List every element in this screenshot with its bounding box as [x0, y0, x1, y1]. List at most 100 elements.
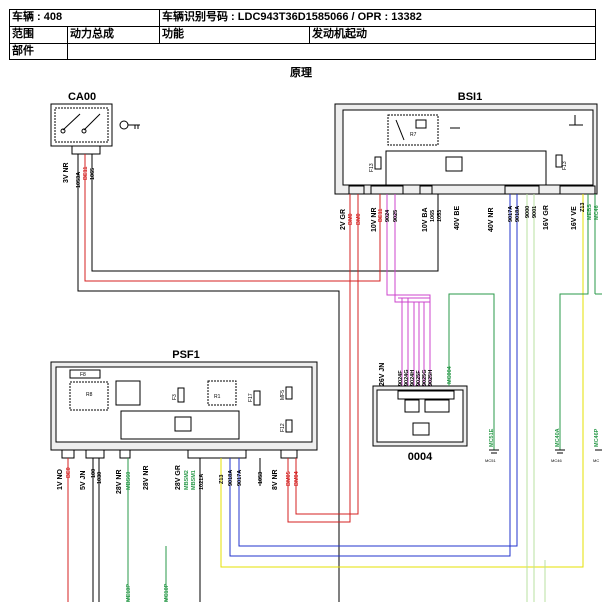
wire-label-9017a-bsi: 9017A [508, 206, 514, 222]
c0004-label: 0004 [408, 451, 433, 463]
header-row-scope: 范围 动力总成 功能 发动机起动 [10, 27, 595, 44]
wire-1053 [77, 154, 340, 602]
ground-tag-mc51: MC51 [485, 458, 496, 463]
wire-label-mc004: MC004 [447, 365, 453, 384]
psf1-fuse-f17 [253, 390, 261, 406]
bsi1-label: BSI1 [458, 91, 482, 103]
r7-label: R7 [410, 132, 417, 138]
psf1-module [120, 410, 240, 440]
wire-label-9024g: 9024G [404, 369, 410, 386]
wire-bm04 [295, 194, 359, 515]
psf1-fuse-f12 [285, 419, 293, 433]
psf-connector-b: 5V JN [80, 471, 87, 490]
wire-label-9025f: 9025F [416, 370, 422, 386]
bsi-connector-a: 2V GR [340, 209, 347, 230]
psf1-fuse-f8 [69, 369, 101, 379]
f12-label: F12 [280, 423, 286, 432]
ground-tag-mc: MC [593, 458, 599, 463]
header-table: 车辆 : 408 车辆识别号码 : LDC943T36D1585066 / OP… [9, 9, 596, 60]
key-icon [119, 120, 140, 130]
wire-label-mc40a: MC40A [555, 428, 561, 447]
bsi-connector-g: 16V VE [571, 206, 578, 230]
ground-tag-mc46: MC46 [551, 458, 562, 463]
c0004-display-icon [424, 399, 450, 413]
wire-label-mc46p: MC46P [594, 428, 600, 447]
wire-label-me10p: ME10P [126, 584, 132, 602]
bsi1-fuse-b [555, 154, 563, 168]
psf1-label: PSF1 [172, 349, 200, 361]
bsi1-fuse-a [374, 156, 382, 170]
wire-label-1030: 1030 [97, 472, 103, 484]
wire-label-9024f: 9024F [398, 370, 404, 386]
mf5-label: MF5 [280, 390, 286, 400]
wire-9025 [394, 194, 425, 386]
part-label: 部件 [10, 44, 68, 60]
wire-label-1065-ca00: 1065 [90, 168, 96, 180]
wire-label-9018a-bsi: 9018A [515, 206, 521, 222]
wire-label-bm0-b: BM0 [356, 213, 362, 225]
bsi-connector-c: 10V BA [422, 207, 429, 232]
header-row-part: 部件 [10, 44, 595, 60]
f17-label: F17 [248, 393, 254, 402]
c0004-connector-label: 26V JN [379, 363, 386, 386]
wire-label-mc46: MC46 [594, 205, 600, 220]
wire-label-1053-bsi: 1053 [437, 210, 443, 222]
wire-label-9025g: 9025G [422, 369, 428, 386]
bsi1-chip-icon [445, 156, 463, 172]
wire-label-z13-bsi: Z13 [580, 203, 586, 212]
psf1-relay-r8 [69, 381, 109, 411]
header-row-vehicle: 车辆 : 408 车辆识别号码 : LDC943T36D1585066 / OP… [10, 10, 595, 27]
wire-label-9024: 9024 [385, 209, 391, 222]
f13-label-b: F13 [562, 161, 568, 170]
wire-9024 [386, 194, 431, 386]
ca00-switch [54, 107, 109, 143]
psf1-fuse-mf5 [285, 386, 293, 400]
vin-label: 车辆识别号码 : LDC943T36D1585066 / OPR : 13382 [162, 11, 422, 23]
bsi1-relay-r7 [387, 114, 439, 146]
r1-label: R1 [214, 394, 221, 400]
ca00-label: CA00 [68, 91, 96, 103]
wire-label-mbsm2: MBSM2 [184, 470, 190, 490]
r8-label: R8 [86, 392, 93, 398]
wire-label-9000: 9000 [525, 206, 531, 218]
wire-label-9024h: 9024H [410, 370, 416, 386]
wire-label-be11-bsi: BE11 [378, 209, 384, 222]
wire-label-mbs60: MBS60 [126, 472, 132, 490]
wire-label-1053a: 1053A [76, 172, 82, 188]
psf1-relay-r1 [207, 380, 237, 406]
wire-mc004 [448, 293, 495, 450]
f13-label-a: F13 [369, 163, 375, 172]
wire-label-9025: 9025 [393, 210, 399, 222]
ca00-box [50, 103, 113, 147]
wire-mebs [559, 194, 589, 450]
ca00-connector-label: 3V NR [63, 162, 70, 183]
wire-label-9025h: 9025H [428, 370, 434, 386]
wire-label-100: 100 [91, 469, 97, 478]
c0004-battery-icon [412, 422, 430, 436]
psf1-chip-icon [174, 416, 192, 432]
wire-9018a [238, 194, 518, 547]
psf-connector-e: 28V GR [175, 465, 182, 490]
wire-label-9018a-psf: 9018A [228, 470, 234, 486]
wire-bm05 [287, 194, 351, 523]
bsi1-module [385, 150, 547, 186]
wire-label-mbsm1: MBSM1 [191, 470, 197, 490]
scope-label: 范围 [10, 27, 68, 43]
wire-label-be0: BE0 [66, 467, 72, 478]
c0004-chip-icon [404, 399, 420, 413]
psf-connector-a: 1V NO [57, 468, 64, 490]
wire-label-9017a-psf: 9017A [237, 470, 243, 486]
psf1-fuse-f3 [177, 387, 185, 403]
bsi-connector-e: 40V NR [488, 207, 495, 232]
function-value: 发动机起动 [312, 28, 367, 40]
wire-label-1053-psf: 1053 [258, 472, 264, 484]
wire-label-mc51e: MC51E [489, 428, 495, 447]
function-label: 功能 [160, 27, 310, 43]
ca00-connector [71, 145, 101, 155]
wire-label-bm05: BM05 [286, 471, 292, 486]
wire-label-bm04: BM04 [294, 470, 300, 486]
wire-label-bm0-a: BM0 [348, 213, 354, 225]
bsi1-inner [342, 109, 594, 186]
wire-9017a [229, 194, 511, 557]
f3-label: F3 [172, 394, 178, 400]
